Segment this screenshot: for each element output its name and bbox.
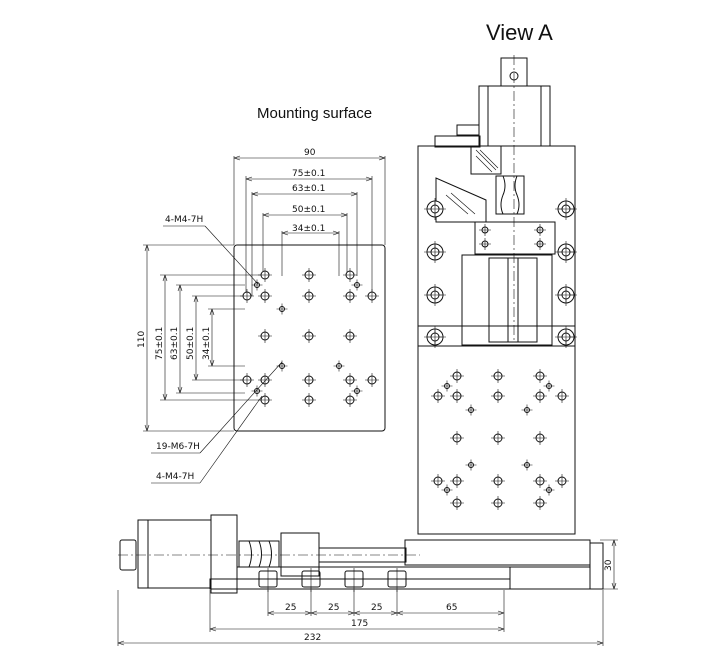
m6-hole-crosshair — [343, 329, 357, 343]
m4-hole-crosshair — [351, 279, 363, 291]
m6-hole-crosshair — [258, 268, 272, 282]
mounting-plate-outline — [233, 244, 386, 432]
front-mounting-holes — [431, 369, 569, 510]
motor-body — [478, 85, 551, 147]
front-m4-hole-crosshair — [465, 404, 477, 416]
frame-screw-inner-crosshair — [559, 202, 573, 216]
frame-screw-inner-crosshair — [559, 288, 573, 302]
front-m6-hole-crosshair — [533, 369, 547, 383]
carriage-screw-crosshair — [534, 224, 546, 236]
front-m6-hole-crosshair — [491, 431, 505, 445]
front-m4-hole-crosshair — [441, 380, 453, 392]
side-motor-body — [137, 519, 212, 589]
dim-text-50: 50±0.1 — [292, 205, 325, 215]
carriage-screw-crosshair — [479, 238, 491, 250]
dim-text-v50: 50±0.1 — [186, 327, 196, 360]
m6-hole-crosshair — [302, 289, 316, 303]
dim-text-offset-65: 65 — [446, 603, 457, 613]
dim-text-v75: 75±0.1 — [155, 327, 165, 360]
view-a-title: View A — [486, 20, 553, 45]
front-m6-hole-crosshair — [450, 474, 464, 488]
front-m6-hole-crosshair — [533, 431, 547, 445]
side-feet — [258, 568, 407, 592]
m6-hole-crosshair — [302, 329, 316, 343]
m4-hole-crosshair — [333, 360, 345, 372]
m6-hole-crosshair — [258, 373, 272, 387]
mounting-holes — [240, 268, 379, 407]
mounting-plate-view: 90 75±0.1 63±0.1 50±0.1 34±0.1 110 75±0.… — [137, 148, 386, 484]
dim-text-75: 75±0.1 — [292, 169, 325, 179]
frame-screws — [424, 198, 577, 348]
front-m4-hole-crosshair — [441, 484, 453, 496]
carriage-screw-crosshair — [534, 238, 546, 250]
m6-hole-crosshair — [302, 373, 316, 387]
m6-hole-crosshair — [365, 289, 379, 303]
front-m6-hole-crosshair — [450, 496, 464, 510]
m6-hole-crosshair — [343, 373, 357, 387]
dim-text-v110: 110 — [137, 331, 147, 348]
front-m6-hole-crosshair — [491, 474, 505, 488]
dim-text-v63: 63±0.1 — [170, 327, 180, 360]
dim-text-232: 232 — [304, 633, 321, 643]
dim-text-pitch-1: 25 — [285, 603, 296, 613]
m6-hole-crosshair — [258, 289, 272, 303]
front-m6-hole-crosshair — [450, 389, 464, 403]
m6-hole-crosshair — [240, 373, 254, 387]
front-m6-hole-crosshair — [533, 474, 547, 488]
frame-screw-inner-crosshair — [428, 202, 442, 216]
dim-text-63: 63±0.1 — [292, 184, 325, 194]
callout-19-m6: 19-M6-7H — [156, 442, 200, 452]
front-m6-hole-crosshair — [431, 474, 445, 488]
front-m6-hole-crosshair — [491, 389, 505, 403]
dim-text-side-30: 30 — [604, 559, 614, 571]
front-m6-hole-crosshair — [450, 369, 464, 383]
dim-text-v34: 34±0.1 — [202, 327, 212, 360]
dim-text-175: 175 — [351, 619, 368, 629]
m4-hole-crosshair — [276, 303, 288, 315]
front-m4-hole-crosshair — [543, 484, 555, 496]
front-m4-hole-crosshair — [465, 459, 477, 471]
callout-4-m4-top: 4-M4-7H — [165, 215, 203, 225]
m6-hole-crosshair — [365, 373, 379, 387]
front-m4-hole-crosshair — [543, 380, 555, 392]
m6-hole-crosshair — [343, 289, 357, 303]
side-coupling — [238, 540, 280, 568]
m6-hole-crosshair — [240, 289, 254, 303]
front-m4-hole-crosshair — [521, 459, 533, 471]
m4-hole-crosshair — [251, 385, 263, 397]
m6-hole-crosshair — [343, 268, 357, 282]
frame-screw-inner-crosshair — [559, 330, 573, 344]
m4-hole-crosshair — [351, 385, 363, 397]
front-m6-hole-crosshair — [450, 431, 464, 445]
m6-hole-crosshair — [258, 329, 272, 343]
frame-screw-inner-crosshair — [428, 288, 442, 302]
front-m6-hole-crosshair — [555, 474, 569, 488]
mounting-surface-title: Mounting surface — [257, 105, 372, 122]
m6-hole-crosshair — [302, 268, 316, 282]
front-m6-hole-crosshair — [533, 496, 547, 510]
front-m6-hole-crosshair — [555, 389, 569, 403]
dim-text-90: 90 — [304, 148, 316, 158]
view-a-stage — [417, 55, 577, 535]
frame-screw-inner-crosshair — [428, 330, 442, 344]
side-view: 30 25 25 25 65 175 232 — [117, 514, 618, 646]
front-m6-hole-crosshair — [533, 389, 547, 403]
dim-text-34: 34±0.1 — [292, 224, 325, 234]
frame-screw-inner-crosshair — [559, 245, 573, 259]
callout-4-m4-bottom: 4-M4-7H — [156, 472, 194, 482]
dim-text-pitch-3: 25 — [371, 603, 382, 613]
front-m6-hole-crosshair — [431, 389, 445, 403]
m6-hole-crosshair — [258, 393, 272, 407]
carriage-screw-crosshair — [479, 224, 491, 236]
front-m4-hole-crosshair — [521, 404, 533, 416]
front-m6-hole-crosshair — [491, 496, 505, 510]
m6-hole-crosshair — [302, 393, 316, 407]
m6-hole-crosshair — [343, 393, 357, 407]
front-m6-hole-crosshair — [491, 369, 505, 383]
frame-screw-inner-crosshair — [428, 245, 442, 259]
dim-text-pitch-2: 25 — [328, 603, 339, 613]
m4-hole-crosshair — [251, 279, 263, 291]
front-mounting-plate — [417, 345, 576, 535]
